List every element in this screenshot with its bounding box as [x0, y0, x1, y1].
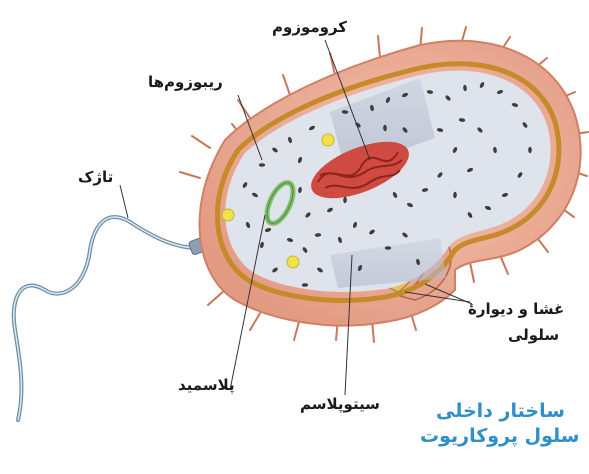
diagram-title-line1: ساختار داخلی	[436, 399, 565, 424]
membrane-wall-label-line2: سلولی	[508, 326, 559, 344]
ribosomes-label: ریبوزوم‌ها	[148, 73, 223, 91]
ribosome-dot	[259, 163, 265, 167]
chromosome-label: کروموزوم	[272, 18, 347, 36]
membrane-wall-label-line1: غشا و دیوارهٔ	[468, 300, 564, 318]
flagellum	[14, 217, 205, 420]
plasmid-label: پلاسمید	[178, 376, 235, 394]
diagram-title-line2: سلول پروکاریوت	[420, 424, 579, 449]
flagellum-label: تاژک	[78, 168, 113, 186]
cytoplasm-label: سیتوپلاسم	[300, 395, 380, 413]
